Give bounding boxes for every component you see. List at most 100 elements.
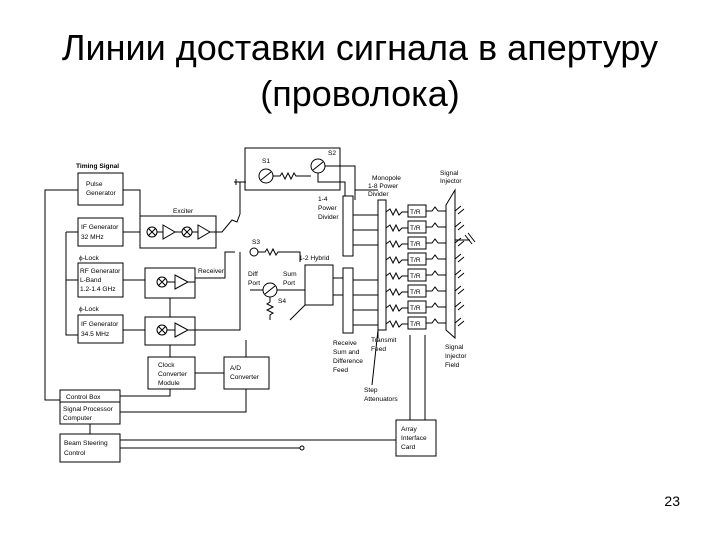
ad-label: A/D — [230, 365, 241, 372]
timing-signal-label: Timing Signal — [76, 163, 119, 170]
if-gen-32-freq: 32 MHz — [81, 234, 104, 241]
power-divider-18-label-2: Divider — [368, 191, 389, 198]
rf-generator-block: RF Generator L-Band 1.2-1.4 GHz — [77, 262, 124, 298]
if-amp-icon — [174, 322, 190, 338]
tr-modules: T/RT/RT/RT/RT/RT/RT/RT/R — [385, 204, 465, 330]
beam-steering-block: Beam Steering Control — [59, 433, 121, 463]
signal-injector-label: Signal — [440, 170, 459, 177]
receive-feed-label-2: Sum and — [333, 349, 360, 356]
clock-label: Clock — [158, 362, 175, 369]
pulse-generator-label: Pulse — [86, 181, 103, 188]
monopole-label: Monopole — [372, 175, 401, 182]
tr-module-label: T/R — [410, 273, 421, 280]
exciter-mixer-icon-2 — [181, 226, 193, 238]
signal-injector-field-label-3: Field — [445, 362, 460, 369]
sum-port-label-2: Port — [283, 280, 295, 287]
ad-converter-block: A/D Converter — [223, 356, 270, 390]
tr-module-row: T/R — [385, 268, 465, 282]
pulse-generator-label-2: Generator — [86, 190, 116, 197]
receive-feed-label-3: Difference — [333, 358, 363, 365]
injector-coupler-icon — [454, 205, 465, 215]
array-label: Array — [401, 426, 417, 433]
switch-s1-icon — [258, 168, 274, 184]
power-divider-14-label: 1-4 — [318, 196, 328, 203]
step-attenuator-icon — [385, 223, 408, 233]
if-gen-34-freq: 34.5 MHz — [81, 331, 109, 338]
receive-feed-label-4: Feed — [333, 367, 348, 374]
s4-label: S4 — [278, 298, 286, 305]
tr-module-label: T/R — [410, 305, 421, 312]
amplifier-icon — [162, 224, 176, 240]
interface-label: Interface — [401, 435, 427, 442]
rf-gen-band: L-Band — [80, 277, 102, 284]
monopole-icon — [426, 238, 446, 244]
switch-s4-icon — [262, 282, 278, 298]
power-divider-14-label-2: Power — [318, 205, 337, 212]
rf-gen-label: RF Generator — [80, 268, 121, 275]
control-label: Control — [64, 450, 86, 457]
control-box-block: Control Box Signal Processor Computer — [59, 389, 121, 425]
tr-module-row: T/R — [385, 220, 465, 234]
beam-steering-label: Beam Steering — [64, 440, 108, 447]
transmit-feed-label: Transmit — [371, 337, 397, 344]
converter-label: Converter — [158, 371, 188, 378]
ad-converter-label: Converter — [230, 374, 260, 381]
monopole-icon — [426, 302, 446, 308]
phi-lock-label-2: ϕ-Lock — [79, 306, 100, 313]
array-interface-card-block: Array Interface Card — [395, 419, 437, 457]
slide-title-line-1: Линии доставки сигнала в апертуру — [61, 27, 659, 68]
page-number: 23 — [664, 493, 680, 509]
clock-converter-block: Clock Converter Module — [147, 356, 196, 390]
monopole-icon — [426, 206, 446, 212]
pulse-generator-block: Timing Signal Pulse Generator — [76, 163, 124, 206]
power-divider-lower — [342, 267, 354, 334]
switch-s2-icon — [310, 158, 326, 174]
if-gen-32-label: IF Generator — [81, 224, 119, 231]
signal-processor-label: Signal Processor — [63, 406, 114, 413]
injector-coupler-icon — [454, 253, 465, 263]
receive-feed-label: Receive — [333, 340, 357, 347]
exciter-label: Exciter — [173, 208, 194, 215]
monopole-icon — [426, 254, 446, 260]
tr-module-row: T/R — [385, 204, 465, 218]
sum-port-label: Sum — [283, 271, 297, 278]
diff-port-label: Diff — [248, 271, 258, 278]
if-chain-mixer-icon — [144, 316, 196, 346]
tr-module-row: T/R — [385, 236, 465, 250]
step-attenuator-icon — [385, 239, 408, 249]
s2-label: S2 — [328, 150, 336, 157]
tr-module-label: T/R — [410, 257, 421, 264]
signal-injector-field-label-2: Injector — [445, 353, 467, 360]
card-label: Card — [401, 444, 416, 451]
step-attenuator-icon — [385, 303, 408, 313]
diff-port-label-2: Port — [248, 280, 260, 287]
s1-label: S1 — [262, 158, 270, 165]
tr-module-label: T/R — [410, 225, 421, 232]
tr-module-label: T/R — [410, 241, 421, 248]
step-attenuator-icon — [385, 271, 408, 281]
monopole-icon — [426, 318, 446, 324]
transmit-feed-label-2: Feed — [371, 346, 386, 353]
exciter-mixer-icon — [146, 226, 158, 238]
step-attenuator-icon — [385, 319, 408, 329]
power-divider-18 — [377, 199, 387, 331]
hybrid-label: 1-2 Hybrid — [299, 255, 330, 262]
signal-injector-label-2: Injector — [440, 178, 462, 185]
power-divider-14-label-3: Divider — [318, 214, 339, 221]
step-attenuator-icon — [385, 287, 408, 297]
tr-module-label: T/R — [410, 289, 421, 296]
monopole-icon — [426, 270, 446, 276]
injector-coupler-icon — [454, 237, 465, 247]
injector-coupler-icon — [454, 269, 465, 279]
tr-module-row: T/R — [385, 252, 465, 266]
step-attenuator-icon — [385, 255, 408, 265]
monopole-icon — [426, 286, 446, 292]
step-attenuators-label-2: Attenuators — [364, 396, 398, 403]
step-attenuators-label: Step — [364, 387, 378, 394]
injector-coupler-icon — [454, 285, 465, 295]
step-attenuator-icon — [385, 207, 408, 217]
rf-gen-freq: 1.2-1.4 GHz — [80, 286, 116, 293]
computer-label: Computer — [63, 415, 93, 422]
hybrid-block — [304, 264, 334, 306]
